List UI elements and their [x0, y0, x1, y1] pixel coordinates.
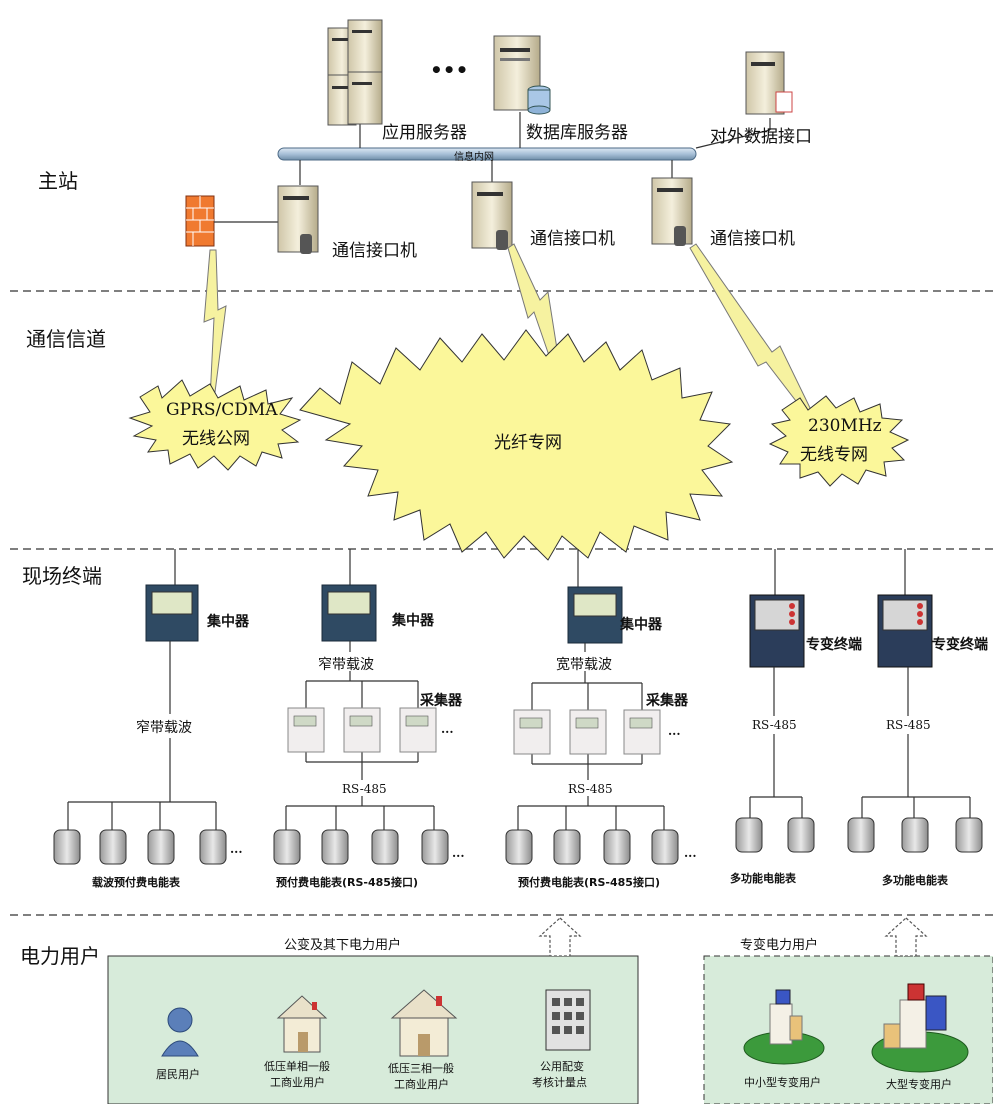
gprs-label-2: 无线公网: [182, 429, 250, 449]
concentrator-icon-3: [567, 586, 623, 644]
db-server-label: 数据库服务器: [526, 123, 628, 143]
comm-machine-label-2: 通信接口机: [530, 229, 615, 249]
meter-group-label-4: 多功能电能表: [730, 872, 796, 885]
collector-label-2: 采集器: [646, 693, 688, 709]
radio-label-1: 230MHz: [808, 416, 882, 436]
firewall-icon: [185, 195, 215, 247]
collector-screens: [293, 715, 653, 729]
comm-server-icon-1: [277, 185, 319, 254]
section-master-label: 主站: [38, 169, 78, 193]
lv-single-label-2: 工商业用户: [270, 1076, 325, 1089]
special-terminal-icon-1: [749, 594, 805, 668]
rs485-label-1: RS-485: [342, 782, 387, 796]
gprs-label-1: GPRS/CDMA: [166, 400, 278, 420]
large-special-label: 大型专变用户: [886, 1078, 952, 1091]
house-icon-2: [390, 989, 458, 1057]
house-icon-1: [276, 995, 328, 1053]
comm-machine-label-1: 通信接口机: [332, 241, 417, 261]
bus-connectors: [299, 112, 771, 185]
meter-group-label-2: 预付费电能表(RS-485接口): [276, 876, 418, 889]
section-channel-label: 通信信道: [26, 327, 106, 351]
lv-single-label-1: 低压单相一般: [264, 1060, 330, 1073]
meter-group-label-3: 预付费电能表(RS-485接口): [518, 876, 660, 889]
meter-group-label-5: 多功能电能表: [882, 874, 948, 887]
intranet-bus: [277, 147, 697, 161]
collector-dots-1: ...: [441, 722, 454, 736]
app-server-label: 应用服务器: [382, 123, 467, 143]
special-terminal-icon-2: [877, 594, 933, 668]
radio-label-2: 无线专网: [800, 445, 868, 465]
concentrator-label-3: 集中器: [620, 617, 662, 633]
special-terminal-label-1: 专变终端: [806, 637, 862, 653]
building-icon: [545, 989, 591, 1051]
terminal-uplinks: [174, 549, 906, 595]
broadband-label: 宽带载波: [556, 657, 612, 673]
collector-label-1: 采集器: [420, 693, 462, 709]
servers-ellipsis: •••: [430, 58, 469, 82]
special-user-title: 专变电力用户: [740, 938, 819, 953]
rs485-label-3: RS-485: [752, 718, 797, 732]
comm-server-icon-3: [651, 177, 693, 246]
meter-dots-3: ...: [684, 846, 697, 860]
small-special-label: 中小型专变用户: [744, 1076, 821, 1089]
database-server-icon: [493, 35, 551, 115]
rs485-label-4: RS-485: [886, 718, 931, 732]
radio-cloud: [768, 395, 910, 487]
ext-interface-label: 对外数据接口: [710, 127, 812, 147]
comm-server-icon-2: [471, 181, 513, 250]
concentrator-icon-1: [145, 584, 199, 642]
comm-machine-label-3: 通信接口机: [710, 229, 795, 249]
narrowband-label-1: 窄带载波: [136, 720, 192, 736]
up-arrow-icons: [538, 917, 928, 957]
meter-icons: [53, 817, 983, 865]
narrowband-label-2: 窄带载波: [318, 657, 374, 673]
resident-label: 居民用户: [156, 1068, 200, 1081]
public-user-title: 公变及其下电力用户: [284, 938, 402, 953]
terminal-tree-lines: [67, 641, 971, 830]
lv-three-label-2: 工商业用户: [394, 1078, 449, 1091]
gprs-cloud: [128, 379, 302, 471]
public-point-label-2: 考核计量点: [532, 1076, 587, 1089]
resident-icon: [161, 1007, 199, 1057]
lv-three-label-1: 低压三相一般: [388, 1062, 454, 1075]
concentrator-label-1: 集中器: [207, 614, 249, 630]
concentrator-icon-2: [321, 584, 377, 642]
large-factory-icon: [871, 983, 969, 1073]
meter-dots-2: ...: [452, 846, 465, 860]
small-factory-icon: [743, 989, 825, 1065]
concentrator-label-2: 集中器: [392, 613, 434, 629]
rs485-label-2: RS-485: [568, 782, 613, 796]
bus-label: 信息内网: [454, 152, 494, 163]
collector-icons: [287, 707, 661, 755]
server-icon: [327, 19, 383, 126]
meter-dots-1: ...: [230, 842, 243, 856]
meter-group-label-1: 载波预付费电能表: [92, 876, 180, 889]
fiber-cloud: [299, 329, 734, 561]
special-terminal-label-2: 专变终端: [932, 637, 988, 653]
section-terminal-label: 现场终端: [22, 564, 102, 588]
collector-dots-2: ...: [668, 724, 681, 738]
section-user-label: 电力用户: [20, 944, 100, 968]
external-interface-server-icon: [745, 51, 793, 115]
public-point-label-1: 公用配变: [540, 1060, 584, 1073]
fiber-label: 光纤专网: [494, 433, 562, 453]
